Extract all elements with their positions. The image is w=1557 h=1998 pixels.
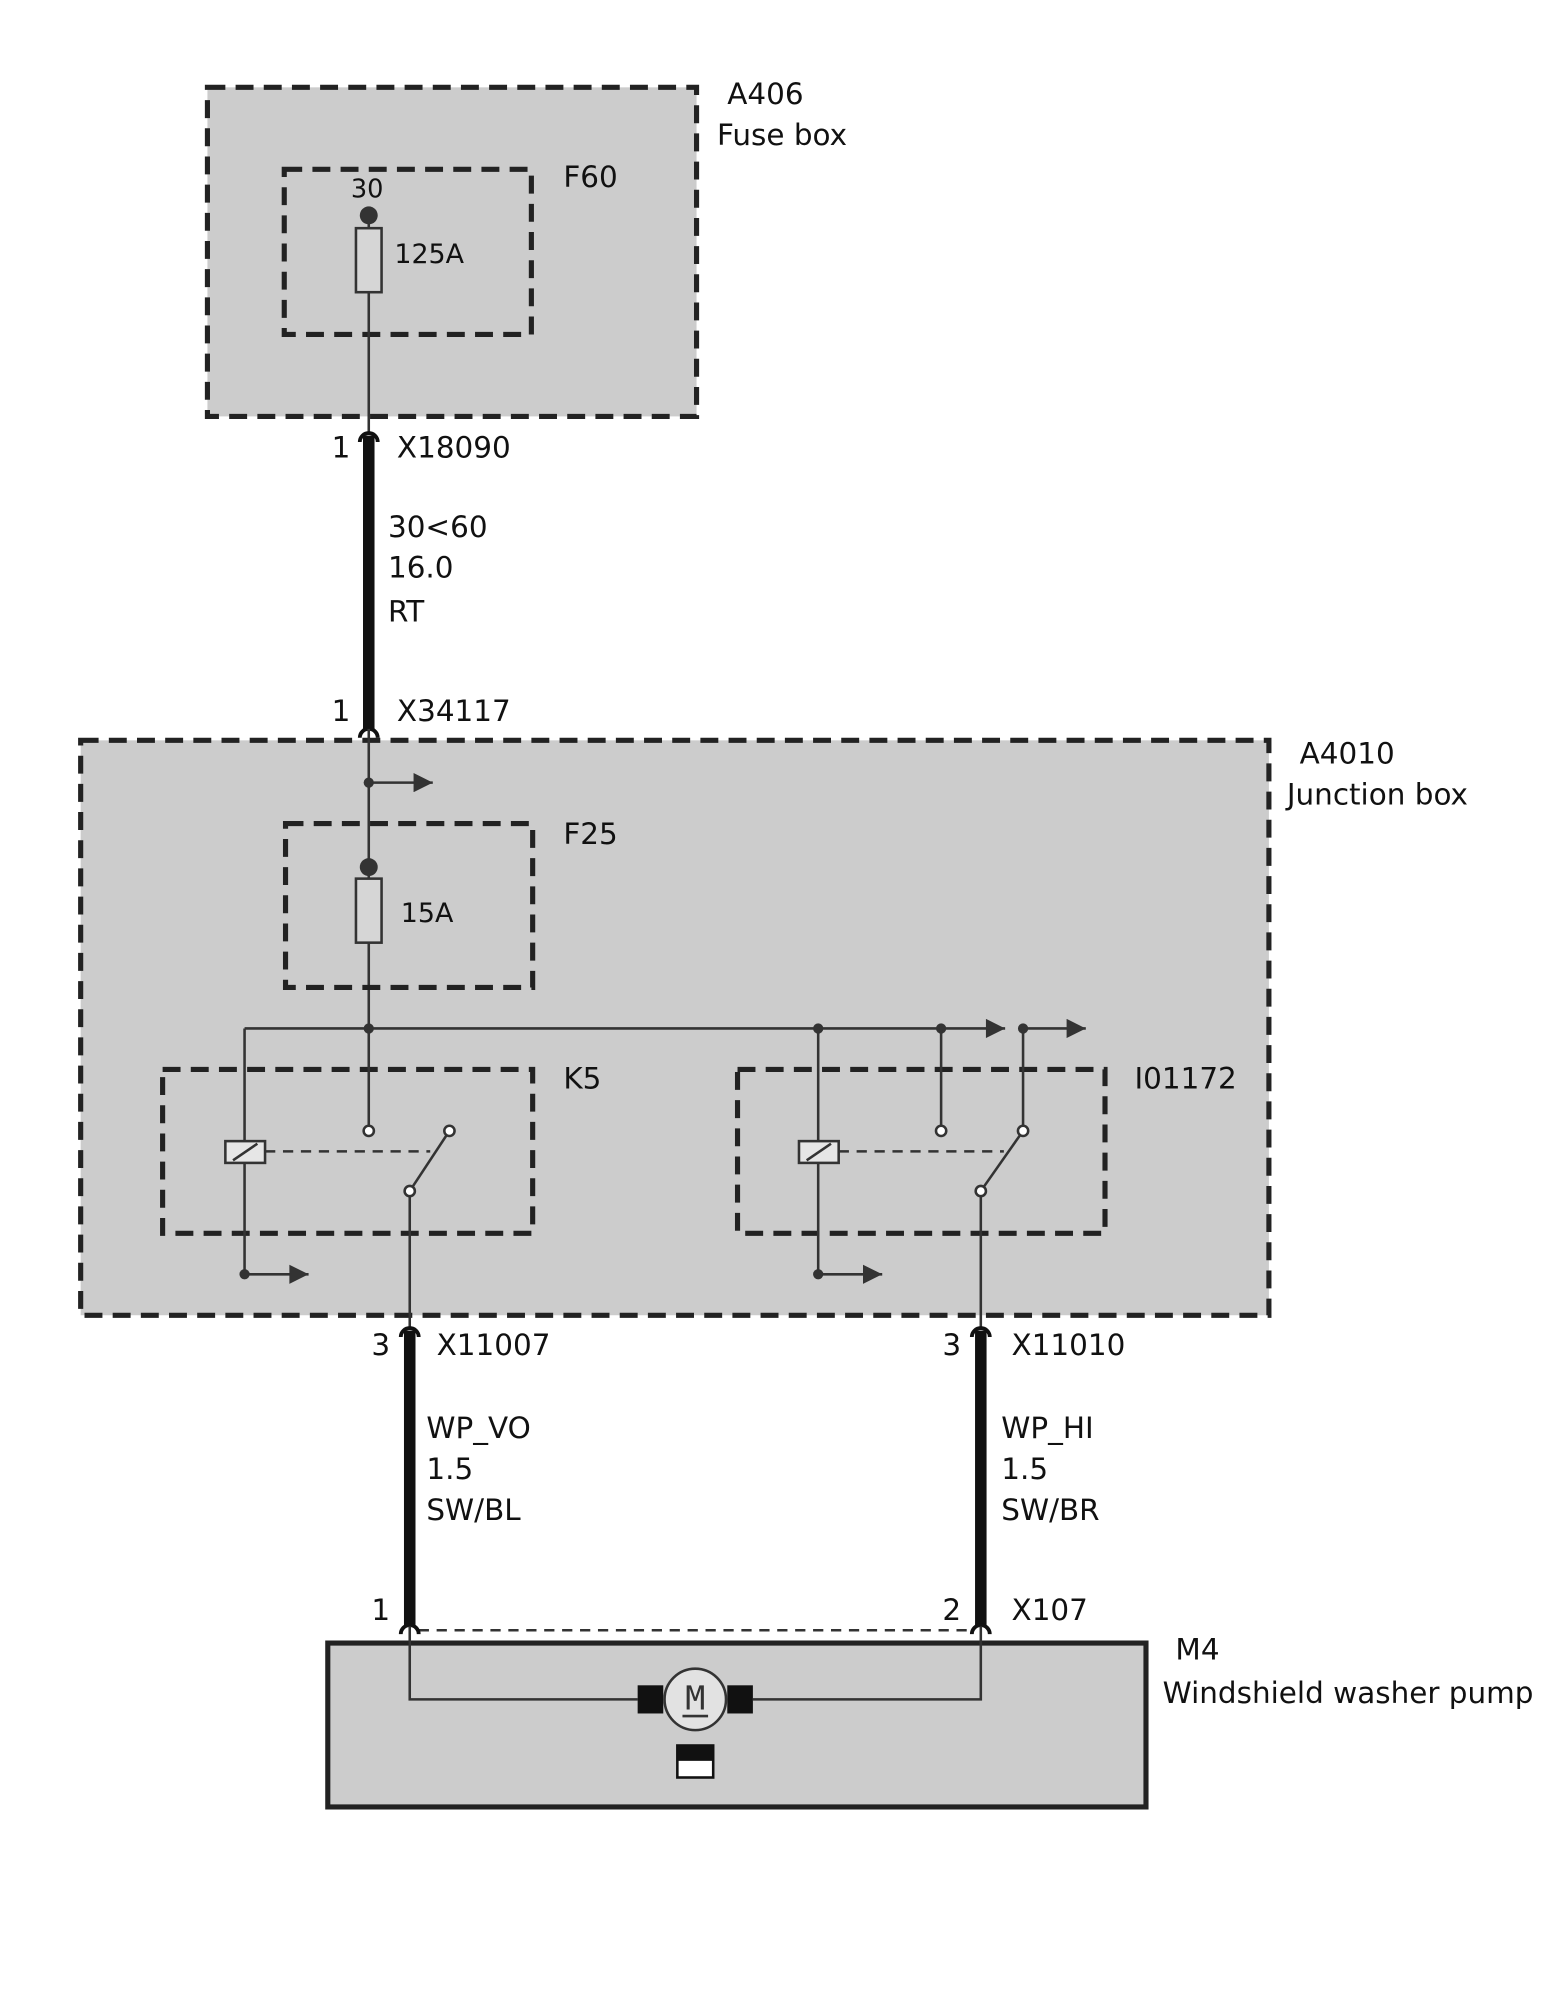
wire-wp-vo-signal: WP_VO xyxy=(426,1411,530,1445)
connector-x34117-pin: 1 xyxy=(332,694,351,728)
pump-outline xyxy=(325,1640,1149,1810)
connector-x18090-id: X18090 xyxy=(397,430,511,464)
wire-wp-hi-signal: WP_HI xyxy=(1001,1411,1093,1445)
pump-id: M4 xyxy=(1175,1633,1219,1667)
connector-x34117-id: X34117 xyxy=(397,694,511,728)
fuse-f25-input-dot xyxy=(359,858,378,877)
fuse-f60-outline xyxy=(281,166,534,338)
fuse-f25-symbol xyxy=(354,877,383,944)
relay-i01172-id: I01172 xyxy=(1134,1062,1236,1096)
relay-k5-coil-slash xyxy=(232,1142,259,1162)
relay-i01172-contact-common xyxy=(1016,1124,1030,1138)
fuse-box-id: A406 xyxy=(727,77,803,111)
connector-x18090-symbol xyxy=(357,431,380,443)
relay-k5-switch-arm xyxy=(408,1130,451,1192)
pump-wire-pin-2 xyxy=(752,1626,983,1701)
relay-k5-id: K5 xyxy=(563,1062,601,1096)
pump-wire-pin-1 xyxy=(408,1626,638,1701)
wire-wp-hi-color: SW/BR xyxy=(1001,1493,1099,1527)
terminal-30-dot xyxy=(359,206,378,225)
wp-hi-harness: 3 X11010 WP_HI 1.5 SW/BR 2 X107 xyxy=(942,1326,1126,1627)
connector-x107-symbol-pin-2 xyxy=(969,1623,992,1635)
junction-box-id: A4010 xyxy=(1300,736,1395,770)
pump-module: M4 Windshield washer pump M xyxy=(325,1623,1534,1810)
motor-brush-right xyxy=(727,1685,753,1714)
junction-dot-k5-coil xyxy=(239,1269,250,1280)
wire-supply-cross-section: 16.0 xyxy=(388,551,454,585)
junction-box-name: Junction box xyxy=(1285,777,1468,811)
fuse-f25-rating: 15A xyxy=(401,898,454,929)
pump-name: Windshield washer pump xyxy=(1163,1676,1534,1710)
fuse-f25-id: F25 xyxy=(563,817,617,851)
motor-brush-left xyxy=(637,1685,664,1714)
supply-harness: 1 X18090 30<60 16.0 RT 1 X34117 xyxy=(332,430,511,731)
connector-x11007-id: X11007 xyxy=(437,1328,551,1362)
junction-dot-feed xyxy=(363,777,374,788)
connector-x107-pin-2: 2 xyxy=(942,1593,961,1627)
connector-x11007-symbol xyxy=(398,1326,421,1338)
fuse-f25-outline xyxy=(282,821,536,991)
relay-k5-contact-open xyxy=(443,1124,456,1138)
wire-wp-hi-cross-section: 1.5 xyxy=(1001,1452,1048,1486)
connector-x11010-symbol xyxy=(969,1326,992,1338)
relay-i01172-contact-fixed xyxy=(934,1124,948,1138)
relay-k5-contact-pivot xyxy=(403,1184,417,1198)
relay-i01172-switch-arm xyxy=(979,1130,1025,1192)
relay-k5-outline xyxy=(160,1066,536,1236)
connector-x11010-id: X11010 xyxy=(1012,1328,1126,1362)
wire-supply-signal: 30<60 xyxy=(388,510,488,544)
fuse-box-outline xyxy=(204,84,700,419)
wire-wp-vo-color: SW/BL xyxy=(426,1493,521,1527)
fuse-f60-terminal: 30 xyxy=(351,174,384,204)
wp-vo-harness: 3 X11007 WP_VO 1.5 SW/BL 1 xyxy=(371,1326,551,1627)
motor-symbol-letter: M xyxy=(685,1679,705,1718)
connector-x107-id: X107 xyxy=(1012,1593,1088,1627)
wire-wp-vo-cross-section: 1.5 xyxy=(426,1452,473,1486)
connector-x107-symbol-pin-1 xyxy=(398,1623,421,1635)
junction-box-module: A4010 Junction box F25 15A K5 xyxy=(78,726,1468,1329)
connector-x107-pin-1: 1 xyxy=(371,1593,390,1627)
relay-i01172-contact-pivot xyxy=(974,1184,988,1198)
connector-x11007-pin: 3 xyxy=(371,1328,390,1362)
fuse-f60-symbol xyxy=(354,226,383,294)
connector-x11010-pin: 3 xyxy=(942,1328,961,1362)
connector-x18090-pin: 1 xyxy=(332,430,351,464)
relay-k5-contact-fixed xyxy=(362,1124,376,1138)
fuse-box-name: Fuse box xyxy=(717,118,847,152)
fuse-box-module: A406 Fuse box F60 30 125A xyxy=(204,77,847,434)
fuse-f60-rating: 125A xyxy=(394,239,464,270)
motor-icon xyxy=(663,1667,728,1732)
pump-ground-icon-fill xyxy=(677,1745,714,1761)
fuse-f60-id: F60 xyxy=(563,160,617,194)
relay-i01172-outline xyxy=(734,1066,1108,1236)
wire-supply-color: RT xyxy=(388,594,425,628)
junction-dot-i01172-coil xyxy=(813,1269,824,1280)
relay-i01172-coil-slash xyxy=(805,1142,832,1162)
